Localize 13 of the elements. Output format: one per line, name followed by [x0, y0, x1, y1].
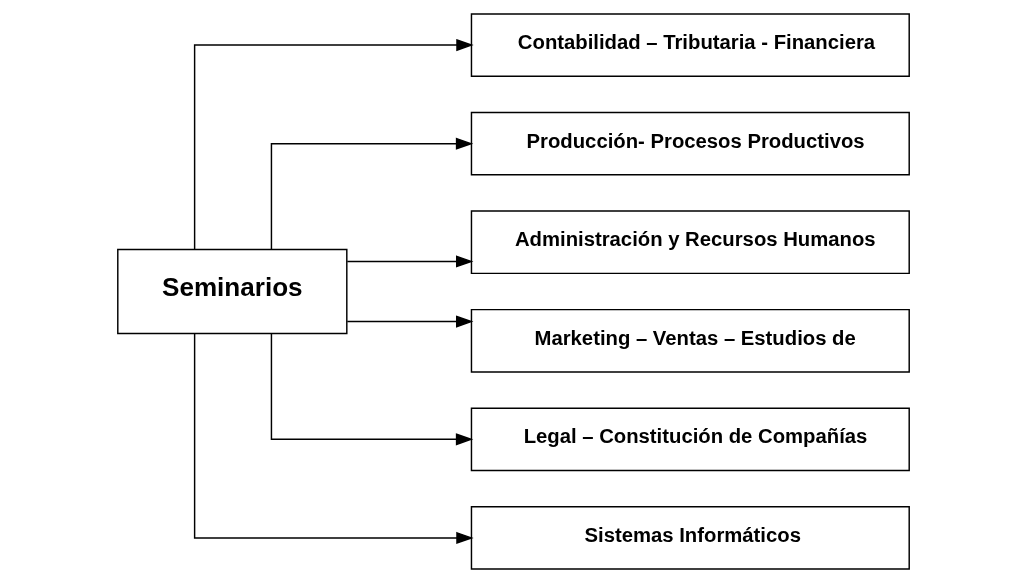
arrow	[193, 333, 474, 544]
node-box: Producción- Procesos Productivos	[470, 111, 910, 176]
arrow	[270, 137, 473, 250]
node-box: Marketing – Ventas – Estudios de	[470, 308, 910, 373]
node-box: Seminarios	[116, 248, 348, 335]
arrow	[346, 255, 473, 268]
arrow	[346, 315, 473, 328]
node-box: Legal – Constitución de Compañías	[470, 407, 910, 472]
node-box: Sistemas Informáticos	[470, 506, 910, 570]
node-box: Contabilidad – Tributaria - Financiera	[470, 13, 910, 77]
arrow	[193, 39, 474, 250]
node-box: Administración y Recursos Humanos	[470, 210, 910, 275]
arrow	[270, 333, 473, 446]
